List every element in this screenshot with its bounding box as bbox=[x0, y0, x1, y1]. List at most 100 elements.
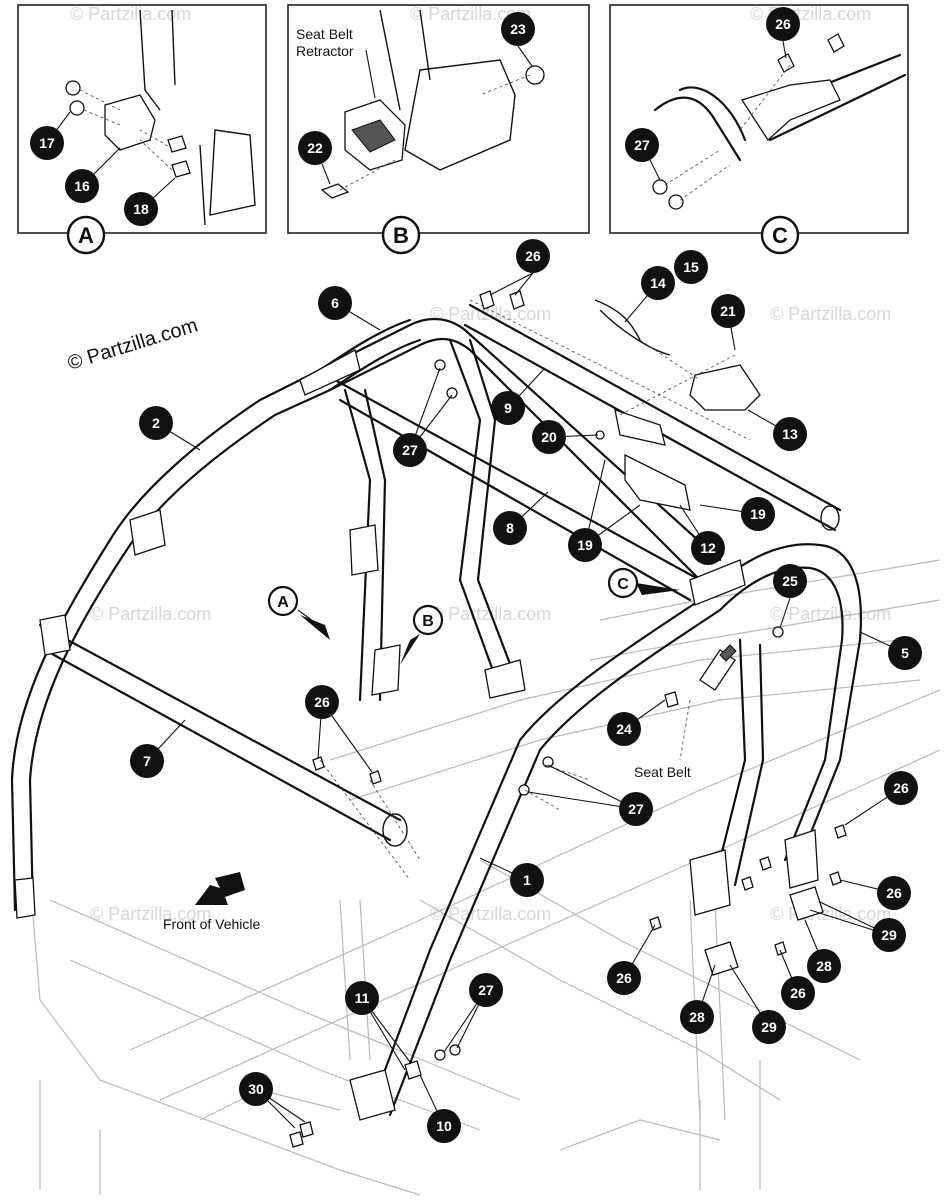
inset-b-post bbox=[379, 9, 431, 111]
callout-23-leader bbox=[517, 45, 533, 67]
callout-17: 17 bbox=[39, 135, 55, 151]
copyright-notice: © Partzilla.com bbox=[65, 314, 200, 374]
nut-part bbox=[542, 756, 554, 768]
bolt-part bbox=[741, 876, 754, 891]
front-hoop-left-inner bbox=[388, 608, 722, 1117]
view-marker-a bbox=[66, 215, 106, 255]
callout-bubble bbox=[773, 417, 807, 451]
front-arrow-icon bbox=[195, 872, 245, 905]
dome-light-part bbox=[689, 364, 761, 411]
nut-part bbox=[69, 100, 85, 116]
foot-bracket bbox=[484, 659, 526, 699]
callout-bubble bbox=[625, 128, 659, 162]
watermark: © Partzilla.com bbox=[90, 604, 211, 624]
callout-bubble bbox=[766, 7, 800, 41]
callout-26: 26 bbox=[525, 248, 541, 264]
callout-bubble bbox=[510, 863, 544, 897]
view-letter-c: C bbox=[772, 223, 788, 248]
bolt-part bbox=[369, 770, 382, 785]
nut-part bbox=[772, 626, 784, 638]
callout-27: 27 bbox=[478, 982, 494, 998]
retractor-spool bbox=[351, 119, 396, 153]
bolt-part bbox=[479, 290, 495, 310]
bolt-part bbox=[312, 756, 325, 771]
front-hoop-left-outer bbox=[368, 598, 702, 1112]
callout-29: 29 bbox=[761, 1019, 777, 1035]
nut-part bbox=[518, 784, 530, 796]
callout-bubble bbox=[741, 497, 775, 531]
callout-20: 20 bbox=[541, 429, 557, 445]
callout-bubble bbox=[773, 564, 807, 598]
inset-c-tube bbox=[653, 86, 747, 162]
watermark: © Partzilla.com bbox=[70, 4, 191, 24]
mount-plate-part bbox=[624, 453, 691, 511]
seat-belt-retractor-label-line2: Retractor bbox=[296, 43, 354, 59]
bolt-part bbox=[167, 135, 187, 153]
hinge-bracket bbox=[704, 941, 739, 976]
callout-bubble bbox=[607, 961, 641, 995]
inset-b-guide bbox=[339, 74, 531, 191]
callout-22-leader bbox=[321, 163, 331, 185]
bolt-part bbox=[759, 856, 772, 871]
callout-22: 22 bbox=[307, 140, 323, 156]
inset-b: Seat Belt Retractor 23 22 B bbox=[287, 4, 590, 255]
watermark: © Partzilla.com bbox=[770, 604, 891, 624]
assembly-guides bbox=[319, 299, 751, 881]
callout-bubble bbox=[305, 685, 339, 719]
nut-part bbox=[65, 80, 81, 96]
nut-part bbox=[668, 194, 684, 210]
callout-2: 2 bbox=[152, 415, 160, 431]
front-of-vehicle-indicator: Front of Vehicle bbox=[163, 872, 260, 932]
callout-30: 30 bbox=[248, 1081, 264, 1097]
front-hoop-right-inner bbox=[718, 566, 844, 862]
inset-a: 17 16 18 A bbox=[17, 4, 267, 255]
retractor-leader bbox=[365, 49, 376, 99]
seat-belt-retractor-label-line1: Seat Belt bbox=[296, 26, 353, 42]
callout-bubble bbox=[393, 433, 427, 467]
inset-c-guide bbox=[664, 64, 791, 201]
callout-24: 24 bbox=[616, 721, 632, 737]
inset-b-plate bbox=[404, 59, 516, 171]
callout-14: 14 bbox=[650, 275, 666, 291]
bolt-part bbox=[829, 871, 842, 886]
callout-26-leader bbox=[782, 40, 787, 59]
view-marker-b bbox=[381, 215, 421, 255]
view-flag-b-letter: B bbox=[422, 613, 434, 630]
pillar-bracket bbox=[349, 524, 379, 576]
callout-bubble bbox=[493, 511, 527, 545]
b-pillar-middle bbox=[448, 338, 522, 692]
callout-bubble bbox=[680, 1000, 714, 1034]
bolt-part bbox=[289, 1131, 304, 1148]
callout-bubble bbox=[469, 973, 503, 1007]
callout-26: 26 bbox=[314, 694, 330, 710]
watermark: © Partzilla.com bbox=[430, 904, 551, 924]
callout-bubble bbox=[516, 239, 550, 273]
watermark: © Partzilla.com bbox=[770, 304, 891, 324]
clamp-bracket bbox=[39, 614, 71, 656]
bracket-part bbox=[404, 1060, 422, 1080]
lower-rear-crossbar bbox=[38, 623, 402, 842]
callout-bubble bbox=[781, 976, 815, 1010]
bolt-part bbox=[649, 916, 662, 931]
callout-29: 29 bbox=[881, 927, 897, 943]
roll-cage bbox=[10, 290, 862, 1148]
callout-9: 9 bbox=[504, 400, 512, 416]
callout-19: 19 bbox=[750, 506, 766, 522]
nut-part bbox=[449, 1044, 461, 1056]
view-flag-b: B bbox=[400, 604, 444, 665]
seat-belt-label: Seat Belt bbox=[634, 764, 691, 780]
seat-belt-guide bbox=[679, 699, 691, 761]
callout-26: 26 bbox=[616, 970, 632, 986]
bolt-part bbox=[827, 33, 845, 53]
bolt-part bbox=[171, 160, 191, 178]
callout-bubble bbox=[884, 771, 918, 805]
callout-bubble bbox=[65, 169, 99, 203]
callout-12: 12 bbox=[700, 540, 716, 556]
front-hoop-middle-leg bbox=[713, 638, 765, 887]
top-bracket bbox=[299, 349, 361, 396]
callout-bubble bbox=[139, 406, 173, 440]
callout-bubble bbox=[491, 391, 525, 425]
bolt-part bbox=[320, 183, 350, 199]
callout-28: 28 bbox=[689, 1009, 705, 1025]
top-rail-left bbox=[298, 317, 722, 562]
